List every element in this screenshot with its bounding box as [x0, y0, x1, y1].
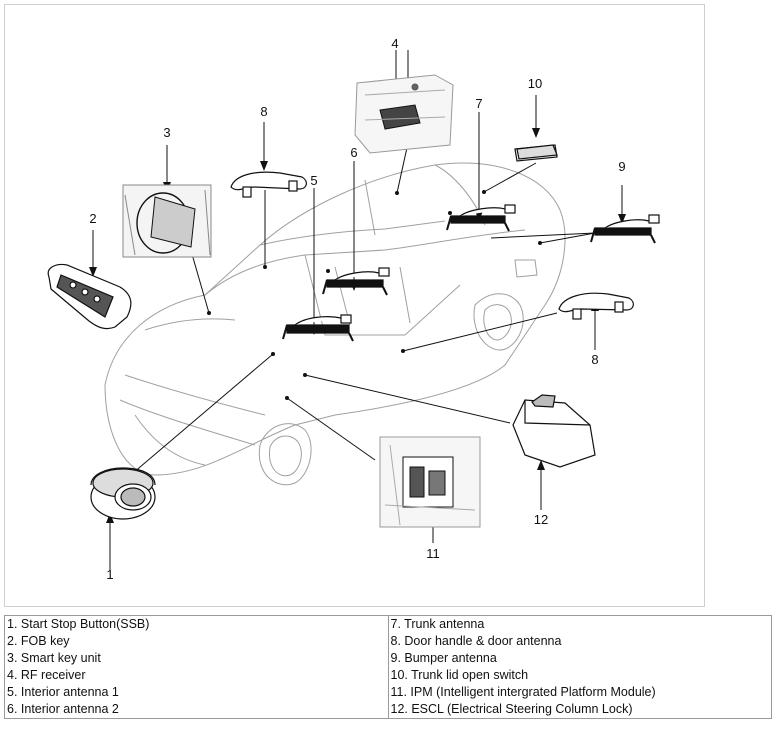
- callout-labels: 1 2 3 4 5 6 7 8 8 9 10 11 12: [89, 36, 625, 582]
- location-dots: [207, 190, 542, 400]
- legend-item: 1. Start Stop Button(SSB): [7, 617, 150, 631]
- callout-6: 6: [350, 145, 357, 160]
- ipm-illustration: [379, 436, 481, 528]
- escl-illustration: [512, 394, 596, 468]
- legend-item: 3. Smart key unit: [7, 651, 101, 665]
- smart-key-unit-illustration: [122, 184, 212, 258]
- rf-receiver-illustration: [354, 74, 454, 154]
- leader-lines: [92, 50, 623, 570]
- component-location-diagram: 1 2 3 4 5 6 7 8 8 9 10 11 12: [4, 4, 705, 607]
- callout-1: 1: [106, 567, 113, 582]
- legend-item: 11. IPM (Intelligent intergrated Platfor…: [390, 685, 656, 699]
- legend-item: 2. FOB key: [7, 634, 70, 648]
- callout-10: 10: [528, 76, 542, 91]
- legend-item: 5. Interior antenna 1: [7, 685, 119, 699]
- trunk-antenna-illustration: [446, 204, 516, 232]
- legend-item: 6. Interior antenna 2: [7, 702, 119, 716]
- legend-column-left: 1. Start Stop Button(SSB) 2. FOB key 3. …: [4, 615, 389, 719]
- legend-table: 1. Start Stop Button(SSB) 2. FOB key 3. …: [4, 615, 772, 719]
- callout-5: 5: [310, 173, 317, 188]
- door-handle-illustration-bottom: [558, 292, 634, 320]
- legend-item: 8. Door handle & door antenna: [390, 634, 562, 648]
- interior-antenna-1-illustration: [282, 314, 354, 342]
- callout-8-bottom: 8: [591, 352, 598, 367]
- diagram-canvas: 1 2 3 4 5 6 7 8 8 9 10 11 12: [47, 36, 660, 582]
- callout-12: 12: [534, 512, 548, 527]
- callout-11: 11: [426, 546, 440, 561]
- callout-2: 2: [89, 211, 96, 226]
- callout-7: 7: [475, 96, 482, 111]
- legend-item: 7. Trunk antenna: [390, 617, 485, 631]
- legend-item: 12. ESCL (Electrical Steering Column Loc…: [390, 702, 633, 716]
- callout-3: 3: [163, 125, 170, 140]
- legend-item: 4. RF receiver: [7, 668, 86, 682]
- legend-item: 9. Bumper antenna: [390, 651, 497, 665]
- callout-8-top: 8: [260, 104, 267, 119]
- antenna-illustrations: [282, 204, 660, 342]
- legend-item: 10. Trunk lid open switch: [390, 668, 529, 682]
- fob-key-illustration: [47, 263, 132, 330]
- trunk-lid-switch-illustration: [514, 144, 558, 162]
- door-handle-illustration-top: [230, 171, 307, 198]
- start-stop-button-illustration: [90, 467, 156, 520]
- legend-column-right: 7. Trunk antenna 8. Door handle & door a…: [387, 615, 772, 719]
- callout-9: 9: [618, 159, 625, 174]
- callout-4: 4: [391, 36, 398, 51]
- bumper-antenna-illustration: [590, 214, 660, 244]
- interior-antenna-2-illustration: [322, 267, 390, 296]
